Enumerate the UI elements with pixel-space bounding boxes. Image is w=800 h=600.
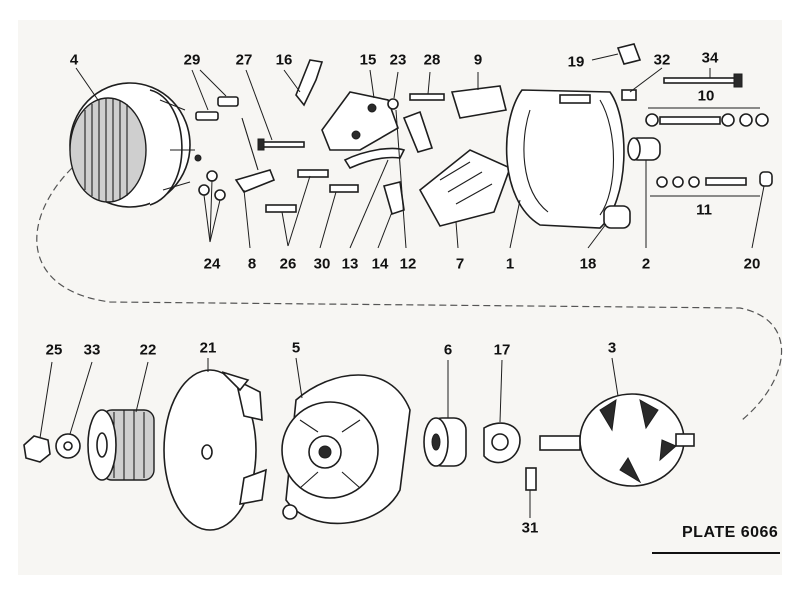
long-bolt-part-34 — [663, 73, 743, 88]
washers-part-24 — [194, 154, 226, 201]
bolt-part-27 — [257, 138, 305, 151]
screws-part-26 — [265, 169, 329, 213]
callout-31: 31 — [521, 519, 539, 537]
callout-11: 11 — [696, 201, 712, 219]
rectifier-part-7 — [418, 149, 512, 227]
callout-34: 34 — [701, 49, 719, 67]
callout-10: 10 — [697, 87, 715, 105]
callout-30: 30 — [313, 255, 331, 273]
front-housing-part-5 — [281, 374, 411, 525]
bolt-set-part-10 — [645, 113, 769, 127]
cap-part-20 — [759, 171, 773, 187]
link-part-12 — [402, 110, 434, 153]
sleeve-part-18 — [603, 205, 631, 229]
bracket-part-16 — [295, 59, 324, 107]
clip-part-14 — [383, 181, 405, 216]
plate-title-underline — [652, 552, 780, 554]
callout-5: 5 — [291, 339, 301, 357]
pulley-part-22 — [87, 409, 155, 481]
callout-27: 27 — [235, 51, 253, 69]
nut-part-23 — [387, 98, 399, 110]
callout-19: 19 — [567, 53, 585, 71]
callout-33: 33 — [83, 341, 101, 359]
callout-18: 18 — [579, 255, 597, 273]
washer-part-33 — [55, 433, 81, 459]
assembly-path — [36, 167, 783, 421]
sleeve-part-2 — [627, 137, 661, 161]
connector-part-8 — [234, 117, 276, 193]
callout-24: 24 — [203, 255, 221, 273]
callout-7: 7 — [455, 255, 465, 273]
callout-3: 3 — [607, 339, 617, 357]
screw-part-31 — [525, 467, 537, 491]
callout-21: 21 — [199, 339, 217, 357]
callout-6: 6 — [443, 341, 453, 359]
fan-part-21 — [163, 369, 267, 531]
screw-part-30 — [329, 184, 359, 193]
callout-22: 22 — [139, 341, 157, 359]
callout-1: 1 — [505, 255, 515, 273]
plate-title: PLATE 6066 — [682, 524, 779, 541]
callout-16: 16 — [275, 51, 293, 69]
callout-29: 29 — [183, 51, 201, 69]
strap-part-13 — [343, 147, 406, 170]
callout-14: 14 — [371, 255, 389, 273]
leader-lines — [39, 53, 765, 518]
callout-32: 32 — [653, 51, 671, 69]
retainer-plate-part-17 — [483, 422, 521, 464]
callout-28: 28 — [423, 51, 441, 69]
bolt-part-28 — [409, 93, 445, 101]
callout-9: 9 — [473, 51, 483, 69]
brush-holder-part-15 — [321, 91, 399, 151]
callout-8: 8 — [247, 255, 257, 273]
bearing-part-6 — [423, 417, 467, 467]
screw-part-29 — [195, 96, 239, 121]
callout-20: 20 — [743, 255, 761, 273]
callout-12: 12 — [399, 255, 417, 273]
nut-part-25 — [23, 435, 51, 463]
rear-housing-part-1 — [505, 89, 625, 229]
callout-23: 23 — [389, 51, 407, 69]
rotor-part-3 — [539, 393, 695, 487]
stator-part — [69, 82, 195, 208]
callout-4: 4 — [69, 51, 79, 69]
bolt-set-part-11 — [656, 176, 747, 188]
callout-2: 2 — [641, 255, 651, 273]
callout-15: 15 — [359, 51, 377, 69]
callout-25: 25 — [45, 341, 63, 359]
callout-17: 17 — [493, 341, 511, 359]
callout-13: 13 — [341, 255, 359, 273]
tab-part-19 — [616, 43, 642, 65]
bushing-part-32 — [621, 89, 637, 101]
callout-26: 26 — [279, 255, 297, 273]
terminal-part-9 — [450, 85, 507, 119]
